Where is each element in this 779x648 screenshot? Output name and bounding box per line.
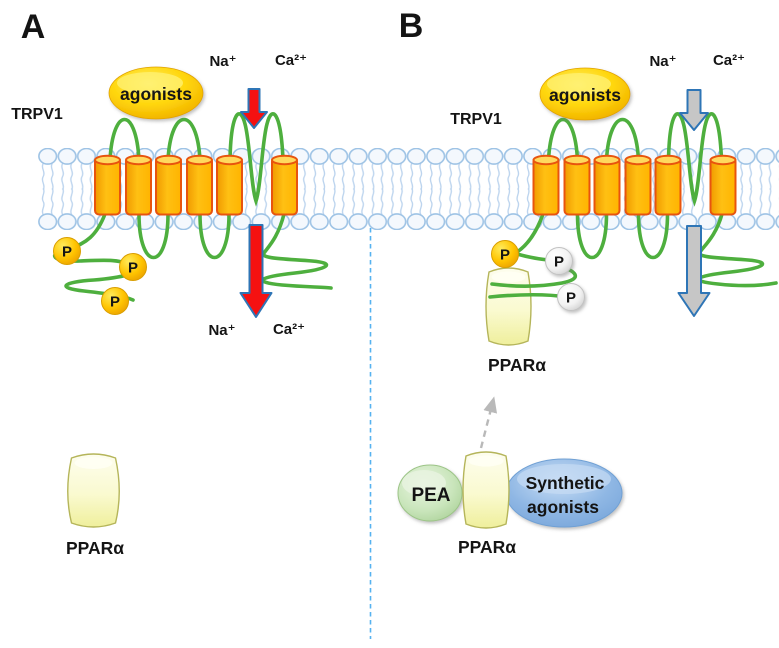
ppar-alpha-a: PPARα <box>66 453 124 558</box>
ca-label-a-top: Ca²⁺ <box>275 52 307 69</box>
ca-label-b-top: Ca²⁺ <box>713 52 745 69</box>
agonists-b: agonists <box>539 67 631 121</box>
phospho-label-b-gold: P <box>500 247 510 264</box>
synthetic-agonists-label-line2: agonists <box>527 497 599 517</box>
ppar-alpha-label-b-docked: PPARα <box>488 355 546 375</box>
ppar-alpha-body-a <box>67 453 120 528</box>
ppar-alpha-body-b-docked-highlight <box>491 271 526 283</box>
ppar-alpha-body-a-highlight <box>74 457 113 469</box>
agonists-a: agonists <box>108 66 204 120</box>
ppar-alpha-body-b-cytosol <box>462 451 510 529</box>
phospho-site-a-2 <box>119 253 147 281</box>
phospho-label-b-white-1: P <box>554 254 564 271</box>
phospho-label-a-3: P <box>110 294 120 311</box>
pea-label: PEA <box>411 485 450 506</box>
phospho-sites-a: P P P <box>53 237 147 315</box>
ppar-alpha-body-b-cytosol-highlight <box>468 455 504 467</box>
na-label-a-top: Na⁺ <box>209 53 236 70</box>
phospho-site-b-white-2 <box>557 283 585 311</box>
n-terminus-b <box>515 212 545 254</box>
phospho-label-a-1: P <box>62 244 72 261</box>
agonists-label-a: agonists <box>120 84 192 104</box>
agonists-oval-b-sheen <box>547 73 611 95</box>
agonists-oval-a-sheen <box>117 72 183 94</box>
phospho-sites-b: P P P <box>491 240 585 311</box>
synthetic-agonists-label-line1: Synthetic <box>526 473 605 493</box>
panel-a: A TRPV1 Na⁺ Ca²⁺ P P P Na⁺ Ca²⁺ <box>11 8 333 558</box>
agonists-label-b: agonists <box>549 85 621 105</box>
translocation-arrow <box>479 396 498 449</box>
na-label-a-bottom: Na⁺ <box>208 322 235 339</box>
phospho-site-b-white-1 <box>545 247 573 275</box>
pea-oval-sheen <box>402 470 446 496</box>
na-label-b-top: Na⁺ <box>649 53 676 70</box>
phospho-site-a-3 <box>101 287 129 315</box>
panel-a-label: A <box>21 8 46 46</box>
ion-entry-arrow-a <box>240 88 268 129</box>
phospho-site-b-gold <box>491 240 519 268</box>
weave-b-2 <box>490 264 578 288</box>
c-terminus-a <box>261 212 333 290</box>
panel-b-label: B <box>399 7 424 45</box>
trpv1-label-a: TRPV1 <box>11 106 63 123</box>
panel-b: B TRPV1 Na⁺ Ca²⁺ P P <box>397 7 778 557</box>
phospho-label-a-2: P <box>128 260 138 277</box>
trpv1-label-b: TRPV1 <box>450 111 502 128</box>
ion-flux-arrow-a <box>239 224 273 318</box>
ppar-alpha-label-b-cytosol: PPARα <box>458 537 516 557</box>
ion-entry-arrow-b <box>679 89 709 131</box>
ppar-alpha-label-a: PPARα <box>66 538 124 558</box>
phospho-site-a-1 <box>53 237 81 265</box>
phospho-label-b-white-2: P <box>566 290 576 307</box>
activation-cluster: PEA Synthetic agonists PPARα <box>397 451 623 557</box>
synthetic-agonists-oval-sheen <box>517 464 611 494</box>
ion-flux-arrow-b <box>677 225 711 317</box>
ca-label-a-bottom: Ca²⁺ <box>273 321 305 338</box>
